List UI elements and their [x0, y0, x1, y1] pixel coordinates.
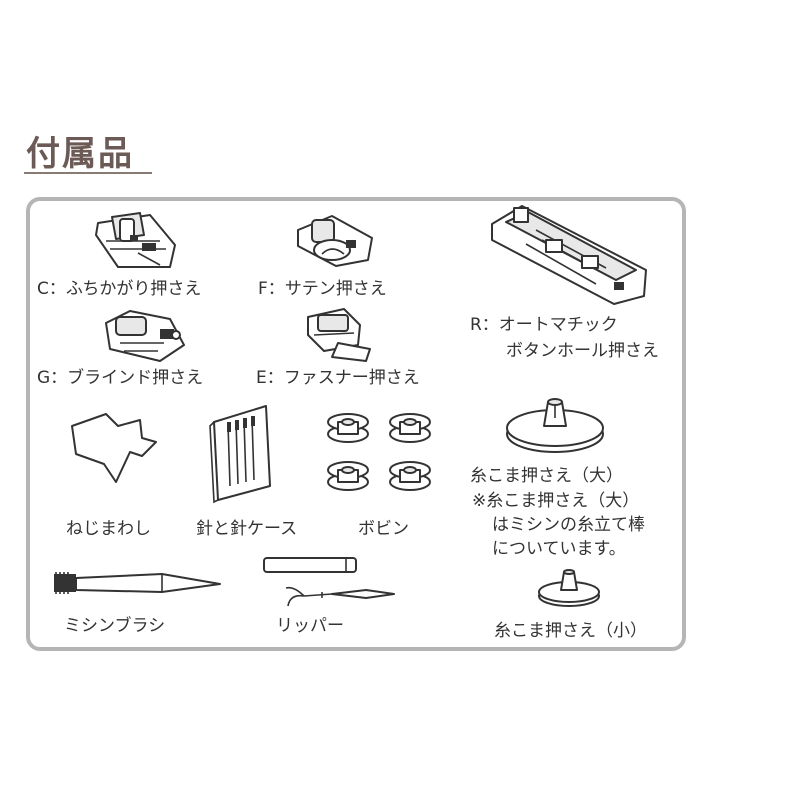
foot-g-label: G：ブラインド押さえ [37, 368, 204, 388]
spool-cap-large-illustration [506, 398, 604, 453]
seam-ripper-illustration [263, 557, 395, 607]
note-line3: についています。 [492, 539, 626, 559]
presser-foot-c-illustration [95, 212, 176, 268]
foot-f-label: F：サテン押さえ [258, 279, 387, 299]
presser-foot-f-illustration [297, 215, 373, 267]
foot-c-label: C：ふちかがり押さえ [37, 279, 202, 299]
bobbin-label: ボビン [358, 519, 409, 539]
needle-case-label: 針と針ケース [196, 519, 298, 539]
note-line2: はミシンの糸立て棒 [492, 515, 645, 535]
bobbins-illustration [327, 413, 431, 491]
accessories-panel [26, 197, 686, 651]
foot-r-label-line1: R：オートマチック [470, 315, 618, 335]
needle-case-illustration [209, 405, 271, 504]
title-underline [24, 172, 152, 174]
spool-cap-small-illustration [538, 569, 600, 607]
foot-e-label: E：ファスナー押さえ [256, 368, 420, 388]
spool-cap-small-label: 糸こま押さえ（小） [494, 621, 647, 641]
presser-foot-r-illustration [491, 205, 647, 305]
ripper-label: リッパー [276, 616, 344, 636]
spool-cap-large-label: 糸こま押さえ（大） [470, 466, 623, 486]
brush-illustration [54, 572, 221, 594]
brush-label: ミシンブラシ [64, 616, 166, 636]
screwdriver-label: ねじまわし [66, 519, 151, 539]
note-line1: ※糸こま押さえ（大） [472, 491, 640, 511]
presser-foot-e-illustration [307, 308, 371, 362]
page-title: 付属品 [26, 134, 134, 174]
presser-foot-g-illustration [105, 310, 185, 362]
screwdriver-illustration [71, 413, 157, 483]
foot-r-label-line2: ボタンホール押さえ [506, 341, 659, 361]
